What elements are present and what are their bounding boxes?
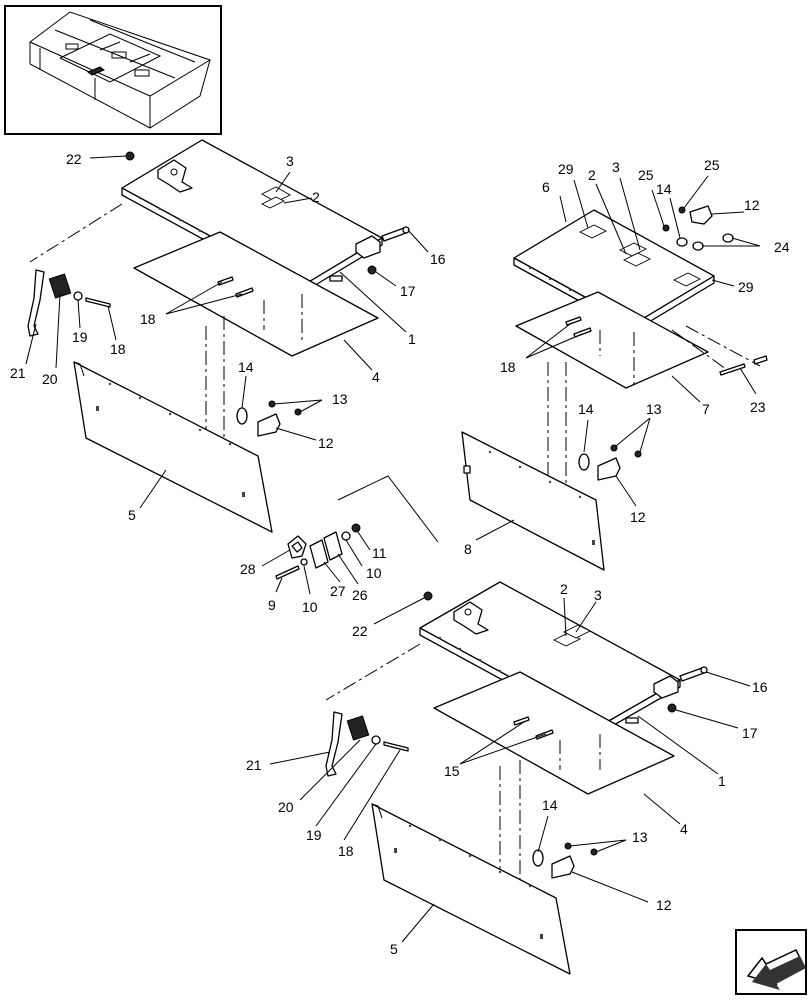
callout-labels: 22 3 2 16 17 18 1 4 21 20 19 18 14 13 12…	[10, 151, 790, 957]
callout-22-d: 22	[352, 623, 368, 639]
callout-18-b: 18	[500, 359, 516, 375]
callout-1-a: 1	[408, 331, 416, 347]
callout-10a-c: 10	[366, 565, 382, 581]
callout-3-a: 3	[286, 153, 294, 169]
callout-2-b: 2	[588, 167, 596, 183]
callout-18b-a: 18	[110, 341, 126, 357]
callout-26-c: 26	[352, 587, 368, 603]
callout-20-a: 20	[42, 371, 58, 387]
callout-18-d: 18	[338, 843, 354, 859]
callout-10b-c: 10	[302, 599, 318, 615]
callout-27-c: 27	[330, 583, 346, 599]
callout-16-d: 16	[752, 679, 768, 695]
side-panel-5-a	[73, 361, 273, 533]
callout-8-b: 8	[464, 541, 472, 557]
callout-14-b: 14	[656, 181, 672, 197]
bracket-12-d	[551, 855, 575, 879]
bracket-12-a	[257, 413, 281, 437]
nut-22-a	[125, 151, 135, 161]
gasket-panel-d	[433, 671, 675, 795]
callout-24-b: 24	[774, 239, 790, 255]
callout-2-d: 2	[560, 581, 568, 597]
callout-21-a: 21	[10, 365, 26, 381]
gasket-panel-a	[133, 231, 379, 357]
callout-28-c: 28	[240, 561, 256, 577]
callout-12-b: 12	[744, 197, 760, 213]
handle-21-a	[27, 269, 45, 337]
callout-21-d: 21	[246, 757, 262, 773]
latch-handle-d	[453, 601, 489, 635]
callout-20-d: 20	[278, 799, 294, 815]
leader-lines	[25, 155, 761, 943]
callout-11-c: 11	[372, 545, 387, 561]
callout-13-a: 13	[332, 391, 348, 407]
callout-19-d: 19	[306, 827, 322, 843]
callout-16-a: 16	[430, 251, 446, 267]
callout-2-a: 2	[312, 189, 320, 205]
callout-5-d: 5	[390, 941, 398, 957]
side-panel-8	[461, 431, 605, 571]
callout-1-d: 1	[718, 773, 726, 789]
callout-13-b: 13	[646, 401, 662, 417]
callout-12-a: 12	[318, 435, 334, 451]
callout-12b-b: 12	[630, 509, 646, 525]
callout-17-a: 17	[400, 283, 416, 299]
callout-9-c: 9	[268, 597, 276, 613]
callout-4-d: 4	[680, 821, 688, 837]
callout-17-d: 17	[742, 725, 758, 741]
callout-25b-b: 25	[704, 157, 720, 173]
callout-3-b: 3	[612, 159, 620, 175]
machine-location-inset	[4, 5, 222, 135]
callout-15-d: 15	[444, 763, 460, 779]
spring-20-a	[48, 273, 72, 299]
gasket-panel-b	[515, 291, 709, 389]
callout-29b-b: 29	[738, 279, 754, 295]
callout-13-d: 13	[632, 829, 648, 845]
side-panel-5-d	[371, 803, 571, 975]
previous-page-arrow-icon[interactable]	[735, 929, 807, 995]
lid-assembly-b	[337, 205, 768, 571]
callout-14-d: 14	[542, 797, 558, 813]
callout-7-b: 7	[702, 401, 710, 417]
callout-23-b: 23	[750, 399, 766, 415]
callout-4-a: 4	[372, 369, 380, 385]
callout-14-a: 14	[238, 359, 254, 375]
callout-14b-b: 14	[578, 401, 594, 417]
lid-assembly-d	[325, 581, 708, 975]
latch-hardware-c	[275, 523, 361, 580]
callout-5-a: 5	[128, 507, 136, 523]
callout-12-d: 12	[656, 897, 672, 913]
callout-25a-b: 25	[638, 167, 654, 183]
callout-29-b: 29	[558, 161, 574, 177]
bracket-12-b	[597, 457, 621, 481]
callout-22-a: 22	[66, 151, 82, 167]
latch-handle-a	[157, 159, 193, 193]
callout-18-a: 18	[140, 311, 156, 327]
lid-assembly-a	[27, 139, 410, 533]
callout-19-a: 19	[72, 329, 88, 345]
callout-6-b: 6	[542, 179, 550, 195]
handle-21-d	[325, 711, 343, 777]
callout-3-d: 3	[594, 587, 602, 603]
